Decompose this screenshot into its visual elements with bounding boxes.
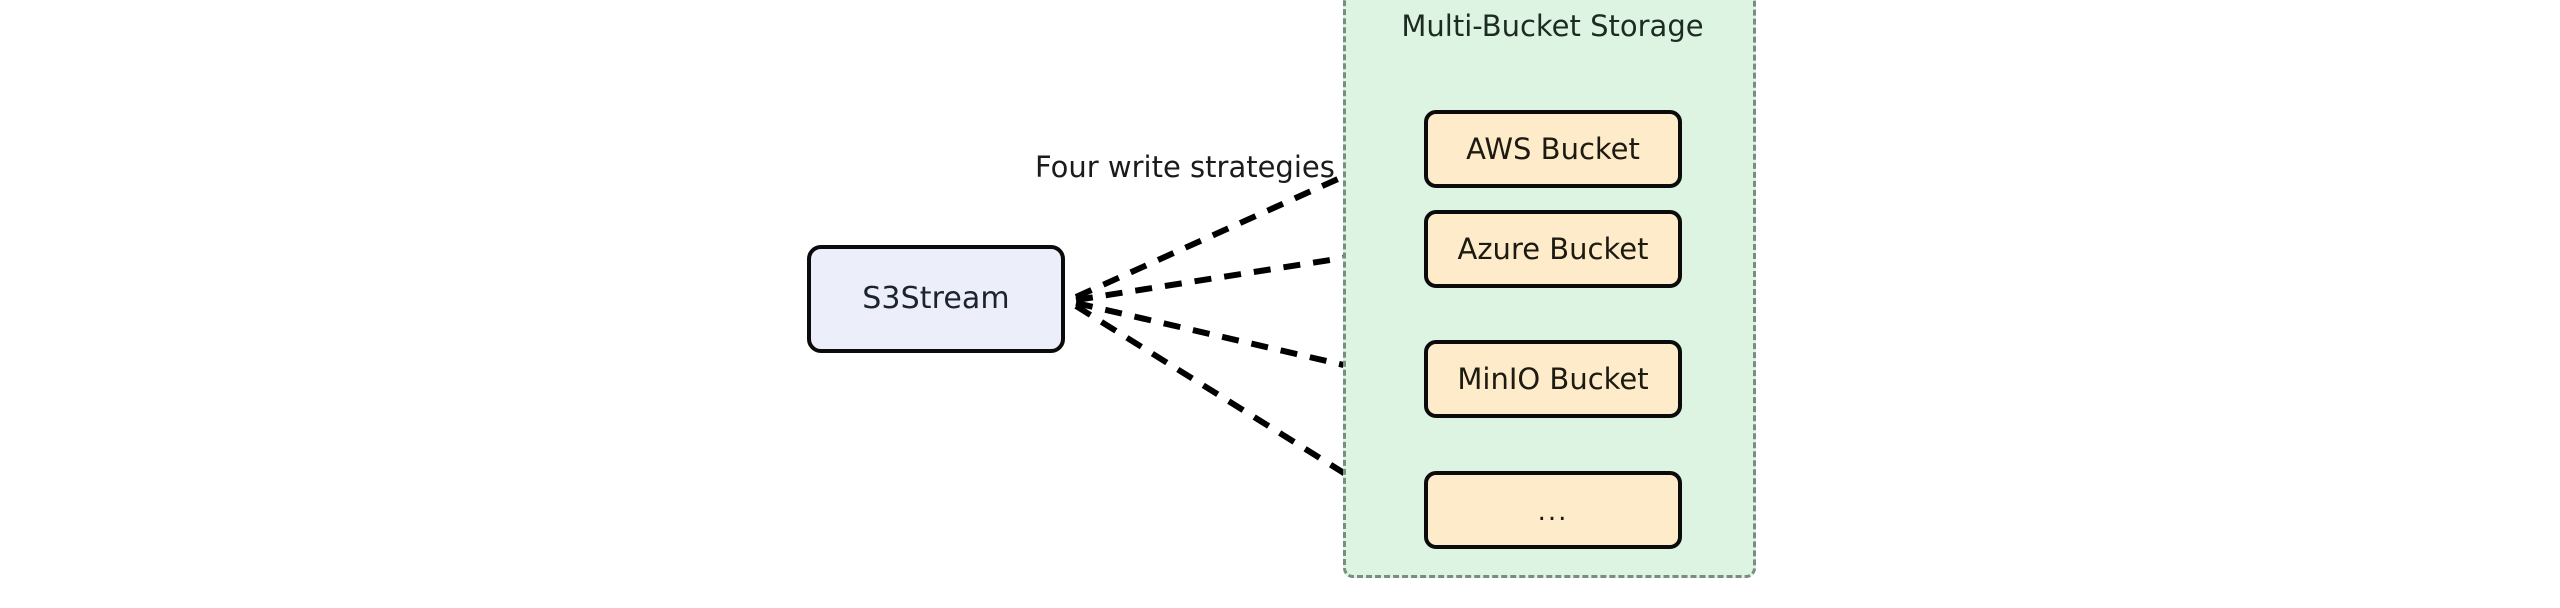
- node-minio-bucket-label: MinIO Bucket: [1457, 362, 1649, 396]
- node-s3stream-label: S3Stream: [862, 280, 1010, 316]
- node-s3stream[interactable]: S3Stream: [807, 245, 1065, 353]
- node-azure-bucket-label: Azure Bucket: [1457, 232, 1649, 266]
- node-more-buckets-label: ...: [1537, 497, 1569, 527]
- node-more-buckets[interactable]: ...: [1424, 471, 1682, 549]
- node-minio-bucket[interactable]: MinIO Bucket: [1424, 340, 1682, 418]
- node-aws-bucket[interactable]: AWS Bucket: [1424, 110, 1682, 188]
- node-azure-bucket[interactable]: Azure Bucket: [1424, 210, 1682, 288]
- cluster-title: Multi-Bucket Storage: [1401, 9, 1704, 43]
- node-aws-bucket-label: AWS Bucket: [1466, 132, 1640, 166]
- edge-label-four-write-strategies: Four write strategies: [1035, 150, 1335, 184]
